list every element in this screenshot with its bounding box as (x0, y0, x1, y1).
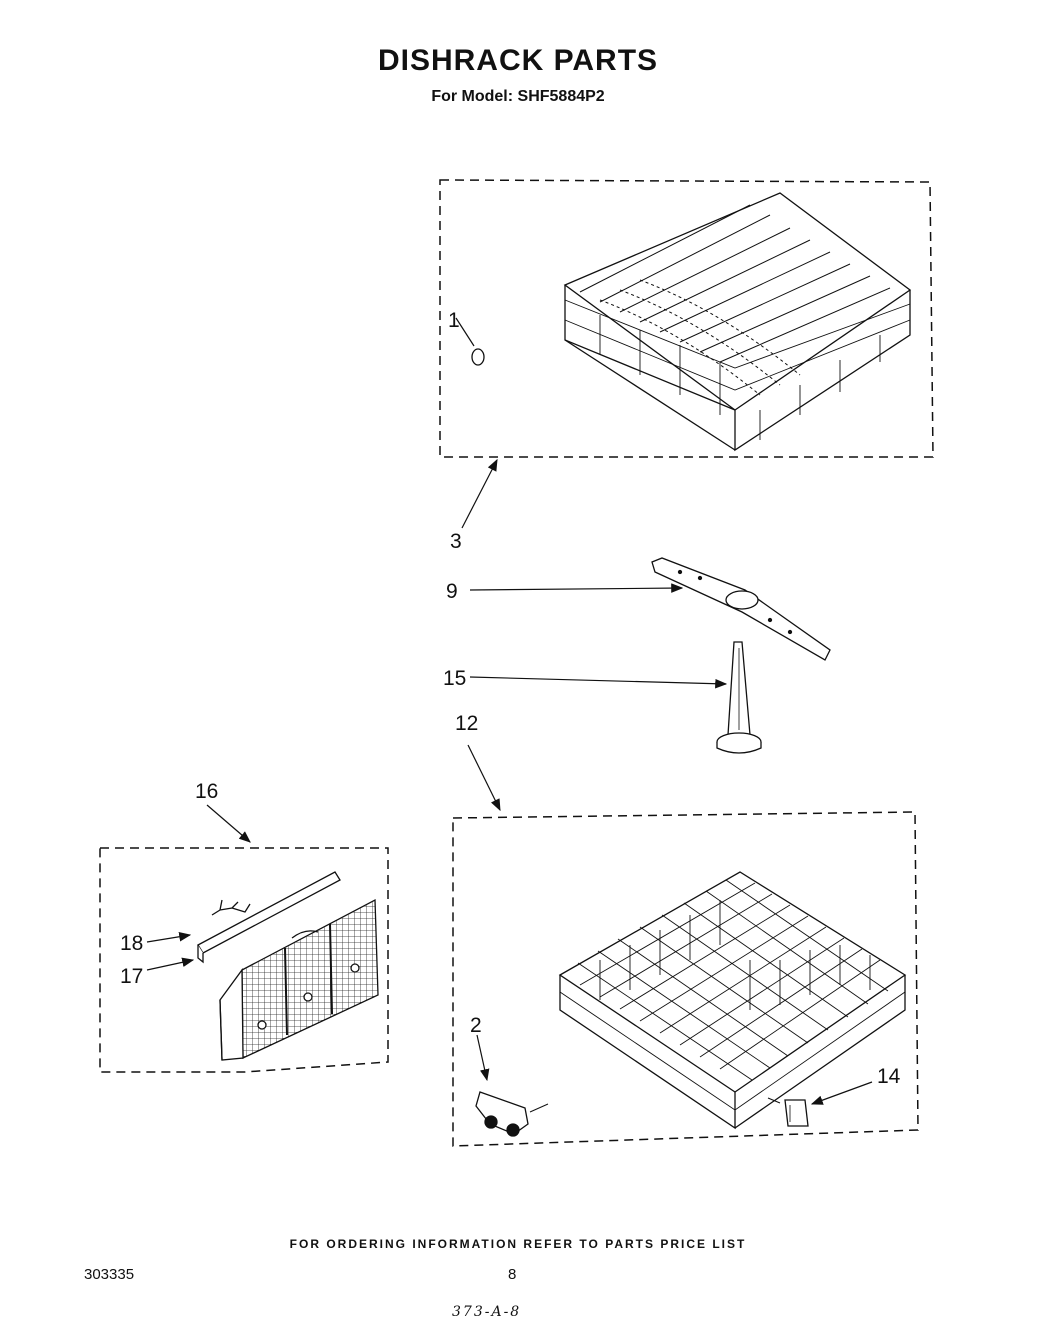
lower-rack-illustration (558, 871, 907, 1130)
callout-3: 3 (450, 530, 462, 553)
page-title: DISHRACK PARTS (377, 44, 659, 77)
page-number: 8 (508, 1266, 517, 1283)
callout-18: 18 (120, 932, 143, 955)
part-14-clip (767, 1097, 809, 1127)
part-15-spray-tube (716, 641, 762, 754)
callout-2: 2 (470, 1014, 482, 1037)
part-1-clip (455, 317, 485, 366)
callout-12: 12 (455, 712, 478, 735)
part-2-roller (475, 1091, 549, 1137)
part-9-spray-arm (651, 557, 831, 661)
ordering-note: FOR ORDERING INFORMATION REFER TO PARTS … (289, 1237, 747, 1251)
callout-16: 16 (195, 780, 218, 803)
upper-rack-illustration (563, 192, 912, 452)
part-17-rail (197, 871, 341, 964)
part-18-hanger (211, 899, 251, 916)
callout-9: 9 (446, 580, 458, 603)
callout-17: 17 (120, 965, 143, 988)
upper-rack-group (439, 179, 934, 458)
callout-1: 1 (448, 309, 460, 332)
silverware-basket-group (99, 847, 389, 1073)
callout-15: 15 (443, 667, 466, 690)
handwritten-code: 373-A-8 (452, 1304, 522, 1320)
lower-rack-group (452, 811, 919, 1147)
basket-illustration (219, 898, 379, 1061)
callout-14: 14 (877, 1065, 901, 1088)
model-subtitle: For Model: SHF5884P2 (431, 88, 605, 105)
document-number: 303335 (84, 1266, 135, 1283)
